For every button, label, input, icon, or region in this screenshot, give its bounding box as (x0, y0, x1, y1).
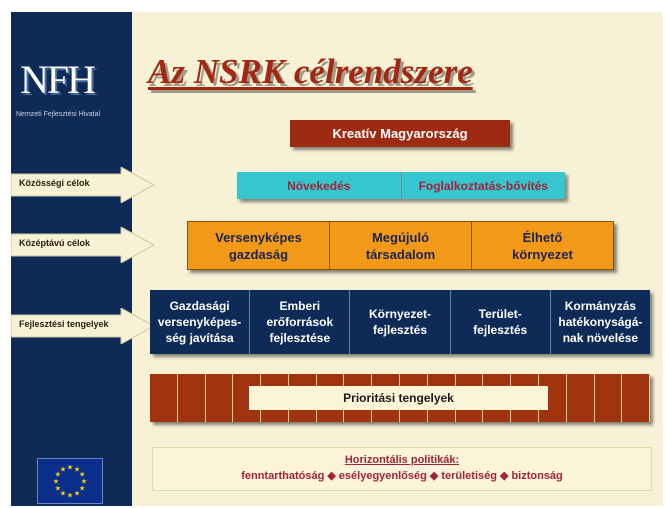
star-icon: ★ (74, 490, 80, 498)
community-goal-growth: Növekedés (287, 178, 351, 193)
mid-term-goal-society: Megújuló társadalom (329, 222, 471, 269)
diamond-icon: ◆ (499, 470, 509, 482)
horizontal-policies-box: Horizontális politikák: fenntarthatóság◆… (152, 447, 652, 491)
policy-equal-opportunity: esélyegyenlőség (338, 470, 427, 482)
right-arrow-icon (11, 167, 156, 203)
star-icon: ★ (79, 471, 85, 479)
level-label-community: Közösségi célok (19, 178, 90, 188)
top-goal-box: Kreatív Magyarország (290, 120, 510, 147)
star-icon: ★ (79, 485, 85, 493)
priority-stripe (206, 374, 234, 422)
priority-stripe (595, 374, 623, 422)
horizontal-policies-list: fenntarthatóság◆esélyegyenlőség◆területi… (153, 469, 651, 482)
priority-stripe (539, 374, 567, 422)
policy-sustainability: fenntarthatóság (241, 470, 325, 482)
star-icon: ★ (55, 485, 61, 493)
eu-flag-icon: ★★★★★★★★★★★★ (37, 458, 103, 504)
policy-safety: biztonság (511, 470, 563, 482)
star-icon: ★ (67, 492, 73, 500)
nfh-logo: NFH (20, 57, 96, 102)
logo-subtitle: Nemzeti Fejlesztési Hivatal (16, 111, 101, 118)
star-icon: ★ (67, 464, 73, 472)
priority-stripe (150, 374, 178, 422)
axis-governance: Kormányzás hatékonyságá- nak növelése (549, 290, 650, 354)
level-label-midterm: Középtávú célok (19, 238, 91, 248)
mid-term-goal-economy: Versenyképes gazdaság (215, 229, 302, 262)
diamond-icon: ◆ (327, 470, 336, 482)
community-goals-row: Növekedés Foglalkoztatás-bővítés (237, 172, 565, 199)
priority-stripe (567, 374, 595, 422)
axis-regional: Terület- fejlesztés (449, 290, 550, 354)
slide-title: Az NSRK célrendszere (148, 52, 473, 91)
mid-term-goals-row: Versenyképes gazdaság Megújuló társadalo… (187, 221, 614, 270)
star-icon: ★ (74, 465, 80, 473)
horizontal-policies-title: Horizontális politikák: (344, 454, 460, 466)
star-icon: ★ (60, 490, 66, 498)
star-icon: ★ (60, 465, 66, 473)
star-icon: ★ (53, 478, 59, 486)
axis-environment: Környezet- fejlesztés (349, 290, 449, 354)
axis-human-resources: Emberi erőforrások fejlesztése (249, 290, 349, 354)
axis-economic-competitiveness: Gazdasági versenyképes- ség javítása (157, 299, 242, 345)
level-arrow-community: Közösségi célok (11, 167, 156, 203)
level-arrow-axes: Fejlesztési tengelyek (11, 308, 156, 344)
level-arrow-midterm: Középtávú célok (11, 227, 156, 263)
right-arrow-icon (11, 308, 156, 344)
star-icon: ★ (55, 471, 61, 479)
mid-term-goal-environment: Élhető környezet (471, 222, 613, 269)
priority-axes-label: Prioritási tengelyek (249, 386, 548, 410)
community-goal-employment: Foglalkoztatás-bővítés (400, 172, 566, 199)
priority-stripe (178, 374, 206, 422)
star-icon: ★ (81, 478, 87, 486)
policy-territoriality: területiség (441, 470, 497, 482)
diamond-icon: ◆ (429, 470, 439, 482)
sidebar (11, 12, 132, 506)
level-label-axes: Fejlesztési tengelyek (19, 319, 109, 329)
right-arrow-icon (11, 227, 156, 263)
priority-stripe (622, 374, 651, 422)
development-axes-row: Gazdasági versenyképes- ség javítása Emb… (150, 290, 650, 354)
